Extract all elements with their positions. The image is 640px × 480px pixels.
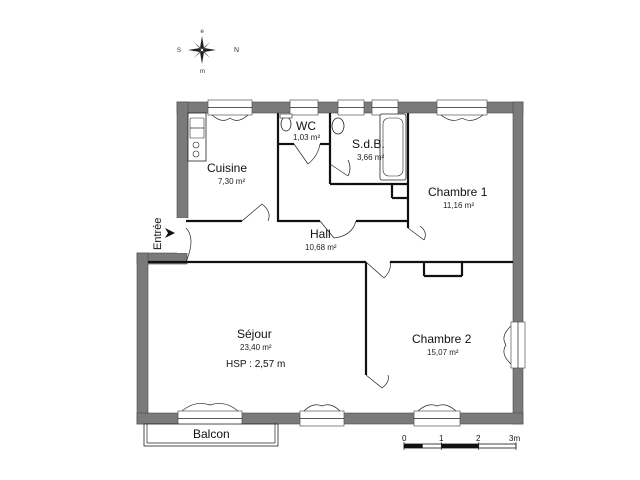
kitchen-name: Cuisine: [207, 161, 247, 175]
window-sashes: [181, 114, 512, 412]
hall-name: Hall: [310, 227, 331, 241]
bedroom1-name: Chambre 1: [428, 185, 488, 199]
living-area: 23,40 m²: [240, 343, 272, 352]
scale-tick-label: 2: [476, 434, 481, 443]
doors: [185, 143, 426, 389]
windows: [177, 99, 526, 427]
interior-walls: [148, 113, 513, 375]
entrance-marker: Entrée: [152, 218, 175, 250]
bathroom-sink: [331, 117, 345, 135]
hall-area: 10,68 m²: [305, 243, 337, 252]
entrance-label: Entrée: [152, 218, 164, 250]
compass-west-label: m: [200, 69, 205, 75]
living-name: Séjour: [237, 327, 272, 341]
bathroom-area: 3,66 m²: [357, 153, 384, 162]
scale-bar: 0 1 2 3m: [402, 434, 520, 450]
kitchen-area: 7,30 m²: [218, 177, 245, 186]
balcony-name: Balcon: [193, 427, 230, 441]
scale-tick-label: 0: [402, 434, 407, 443]
bathtub: [379, 113, 407, 181]
stove-burner: [192, 150, 200, 158]
scale-tick-label: 1: [439, 434, 444, 443]
bathroom-name: S.d.B.: [352, 137, 385, 151]
compass-south-label: S: [177, 48, 181, 54]
wc-name: WC: [296, 119, 316, 133]
bedroom2-area: 15,07 m²: [427, 348, 459, 357]
scale-tick-label: 3m: [509, 434, 520, 443]
stove-burner: [192, 141, 200, 149]
wc-area: 1,03 m²: [293, 133, 320, 142]
compass-rose: e m S N: [177, 29, 239, 75]
compass-east-label: e: [201, 29, 205, 35]
balcony: [143, 423, 279, 447]
room-labels: Cuisine 7,30 m² WC 1,03 m² S.d.B. 3,66 m…: [193, 119, 488, 441]
compass-north-label: N: [234, 47, 239, 54]
entrance-arrow-icon: [165, 228, 175, 238]
bedroom1-area: 11,16 m²: [443, 201, 474, 210]
living-ceiling-height: HSP : 2,57 m: [226, 359, 285, 370]
toilet: [280, 116, 292, 132]
fixtures: [187, 112, 407, 181]
bedroom2-name: Chambre 2: [412, 332, 472, 346]
